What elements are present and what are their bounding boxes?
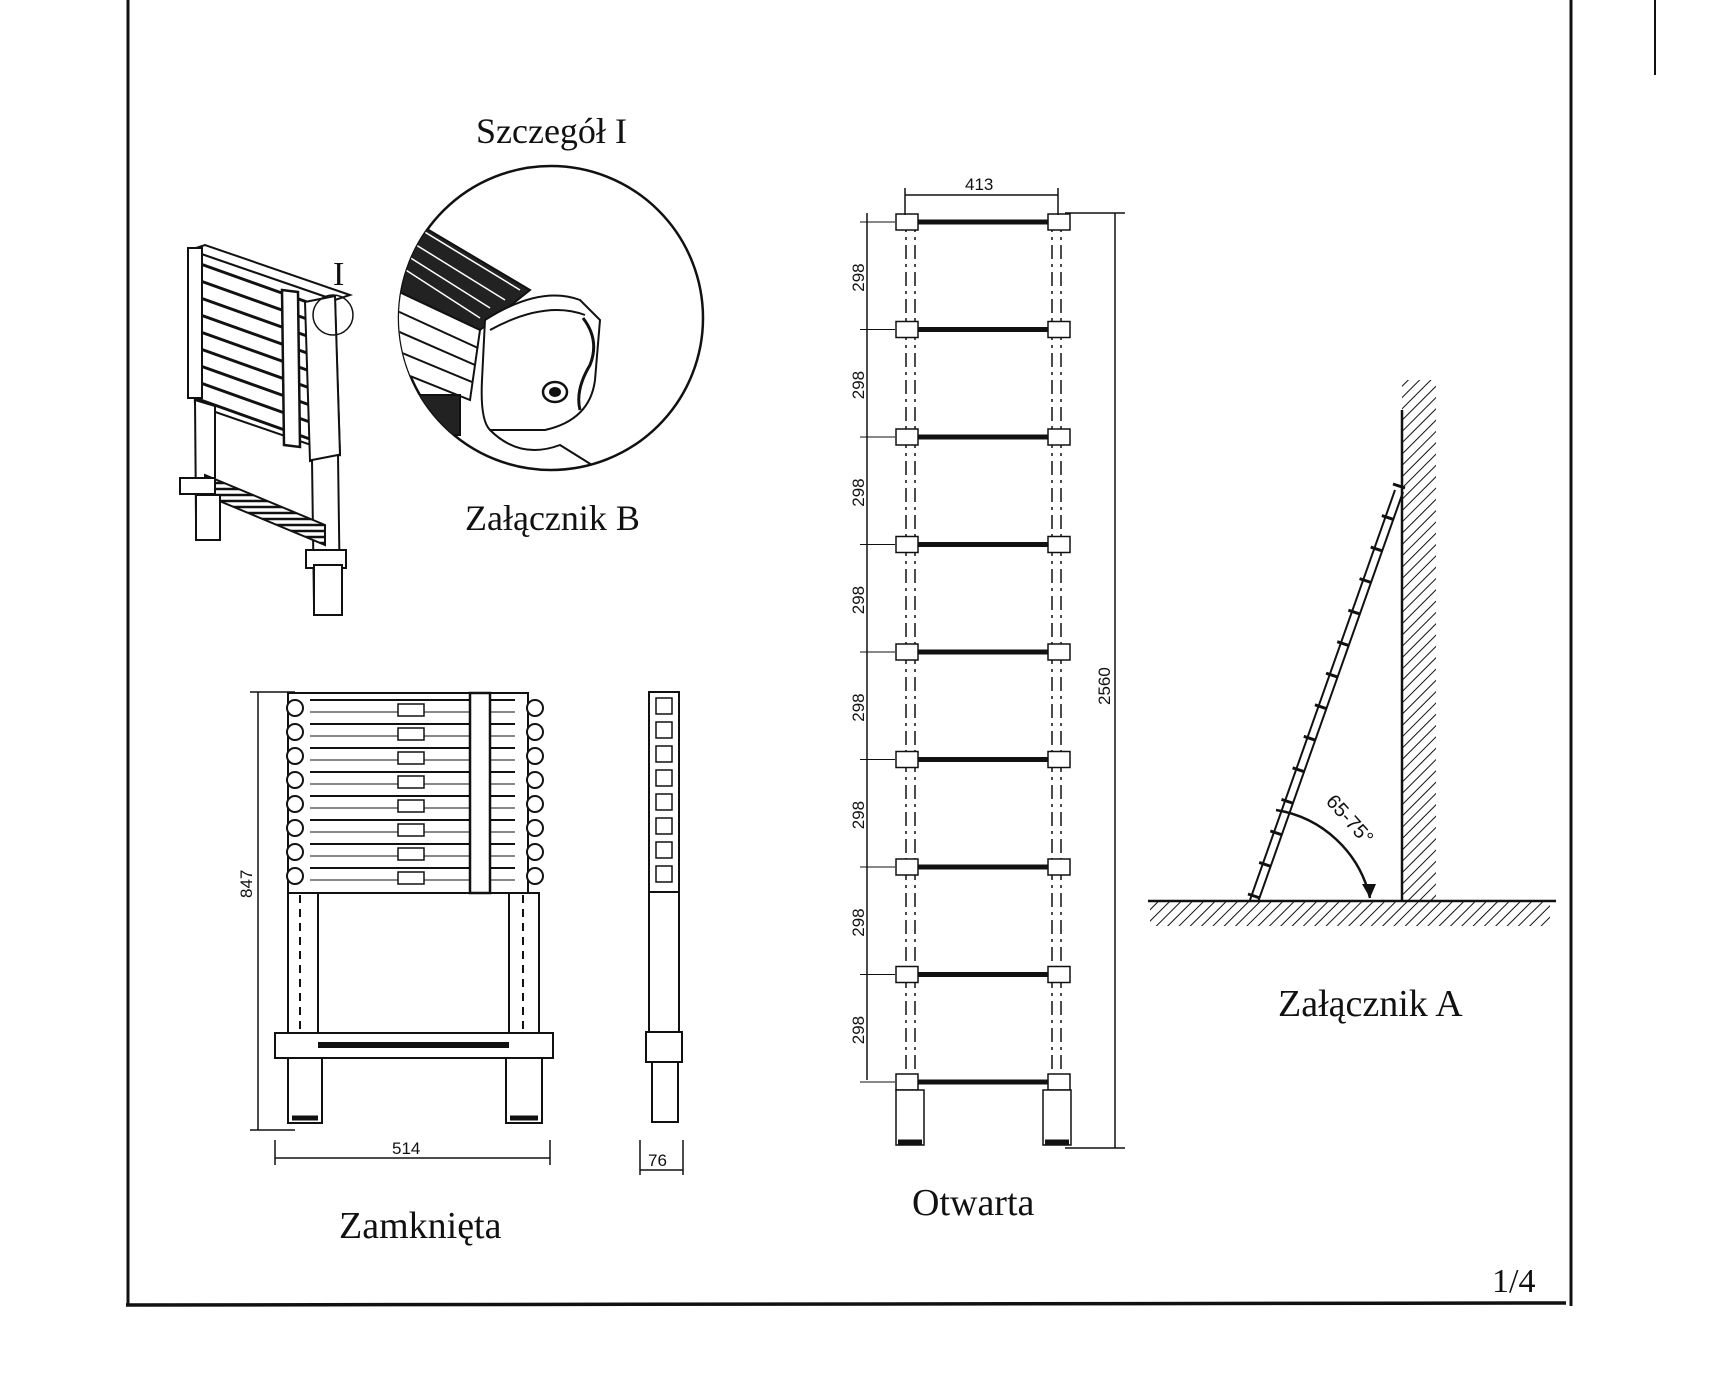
side-segment bbox=[655, 817, 673, 835]
right-knob bbox=[526, 771, 544, 789]
rung-spacing-label: 298 bbox=[849, 801, 868, 829]
open-rung-left-bracket bbox=[895, 428, 919, 446]
rung-latch bbox=[397, 799, 425, 813]
left-knob bbox=[286, 795, 304, 813]
rung-latch bbox=[397, 823, 425, 837]
open-rung-right-bracket bbox=[1047, 213, 1071, 231]
left-knob bbox=[286, 723, 304, 741]
angle-ladder-rung bbox=[1292, 766, 1306, 774]
closed-ladder-side-view bbox=[645, 691, 683, 1123]
right-knob bbox=[526, 747, 544, 765]
left-knob bbox=[286, 819, 304, 837]
angle-ladder-rung bbox=[1359, 577, 1373, 585]
isometric-closed-ladder bbox=[179, 243, 354, 616]
open-rung-left-bracket bbox=[895, 643, 919, 661]
closed-label: Zamknięta bbox=[339, 1205, 502, 1247]
open-rung-right-bracket bbox=[1047, 1073, 1071, 1091]
closed-ladder-front-view bbox=[274, 691, 554, 1124]
rung-spacing-labels: 298 298 298 298 298 298 298 298 bbox=[849, 263, 868, 1044]
detail-circle bbox=[397, 164, 705, 472]
rung-spacing-label: 298 bbox=[849, 908, 868, 936]
open-dimension-lines bbox=[860, 188, 1125, 1149]
closed-height-dimension: 847 bbox=[237, 870, 256, 898]
angle-ladder-rung bbox=[1314, 703, 1328, 711]
open-rung-right-bracket bbox=[1047, 320, 1071, 339]
rung-latch bbox=[397, 871, 425, 885]
open-rung-right-bracket bbox=[1047, 428, 1071, 446]
right-knob bbox=[526, 699, 544, 717]
open-rung-right-bracket bbox=[1047, 643, 1071, 661]
open-rung-right-bracket bbox=[1047, 535, 1071, 554]
open-rung-right-bracket bbox=[1047, 965, 1071, 984]
right-knob bbox=[526, 795, 544, 813]
closed-depth-dimension: 76 bbox=[648, 1151, 667, 1170]
rung-latch bbox=[397, 751, 425, 765]
open-width-dimension: 413 bbox=[965, 175, 993, 194]
open-rung-left-bracket bbox=[895, 213, 919, 231]
angle-ladder-rung bbox=[1370, 545, 1384, 553]
angle-ladder-rung bbox=[1280, 797, 1294, 805]
right-knob bbox=[526, 819, 544, 837]
open-rung-left-bracket bbox=[895, 1073, 919, 1091]
open-rung-left-bracket bbox=[895, 750, 919, 769]
angle-ladder-rung bbox=[1269, 829, 1283, 837]
closed-width-dimension: 514 bbox=[392, 1139, 420, 1158]
rung-latch bbox=[397, 847, 425, 861]
open-rung-left-bracket bbox=[895, 320, 919, 339]
side-segment bbox=[655, 841, 673, 859]
open-rung-right-bracket bbox=[1047, 858, 1071, 876]
side-segment bbox=[655, 865, 673, 883]
open-label: Otwarta bbox=[912, 1182, 1035, 1224]
right-knob bbox=[526, 867, 544, 885]
open-total-height-dimension: 2560 bbox=[1095, 667, 1114, 705]
angle-diagram bbox=[1148, 380, 1556, 926]
open-rung-left-bracket bbox=[895, 858, 919, 876]
right-knob bbox=[526, 843, 544, 861]
open-ladder bbox=[895, 213, 1072, 1146]
angle-ladder-rung bbox=[1258, 861, 1272, 868]
detail-title: Szczegół I bbox=[476, 111, 627, 151]
attachment-a-label: Załącznik A bbox=[1278, 983, 1463, 1025]
left-knob bbox=[286, 867, 304, 885]
page-number: 1/4 bbox=[1492, 1263, 1535, 1300]
open-rung-left-bracket bbox=[895, 965, 919, 984]
side-segment bbox=[655, 793, 673, 811]
rung-latch bbox=[397, 703, 425, 717]
iso-rung-stack bbox=[186, 243, 354, 463]
angle-ladder-rung bbox=[1347, 608, 1361, 616]
rung-spacing-label: 298 bbox=[849, 263, 868, 291]
left-knob bbox=[286, 699, 304, 717]
rung-spacing-label: 298 bbox=[849, 693, 868, 721]
open-rung-left-bracket bbox=[895, 535, 919, 554]
side-segment bbox=[655, 697, 673, 715]
rung-spacing-label: 298 bbox=[849, 371, 868, 399]
rung-spacing-label: 298 bbox=[849, 478, 868, 506]
angle-ladder-rung bbox=[1325, 671, 1339, 679]
side-segment bbox=[655, 721, 673, 739]
angle-ladder-rung bbox=[1303, 734, 1317, 742]
left-knob bbox=[286, 771, 304, 789]
rung-spacing-label: 298 bbox=[849, 586, 868, 614]
attachment-b-label: Załącznik B bbox=[465, 498, 640, 538]
left-knob bbox=[286, 843, 304, 861]
angle-ladder-rung bbox=[1392, 482, 1406, 490]
detail-marker-label: I bbox=[333, 256, 344, 293]
rung-latch bbox=[397, 727, 425, 741]
angle-ladder-rung bbox=[1247, 892, 1261, 900]
angle-ladder-rung bbox=[1336, 640, 1350, 648]
open-rung-right-bracket bbox=[1047, 750, 1071, 769]
left-knob bbox=[286, 747, 304, 765]
rung-latch bbox=[397, 775, 425, 789]
angle-ladder-rung bbox=[1381, 514, 1395, 521]
right-knob bbox=[526, 723, 544, 741]
side-segment bbox=[655, 769, 673, 787]
closed-dimension-lines bbox=[250, 691, 684, 1175]
angle-label: 65-75° bbox=[1321, 791, 1377, 850]
side-segment bbox=[655, 745, 673, 763]
page-frame bbox=[125, 0, 1656, 1307]
rung-spacing-label: 298 bbox=[849, 1016, 868, 1044]
